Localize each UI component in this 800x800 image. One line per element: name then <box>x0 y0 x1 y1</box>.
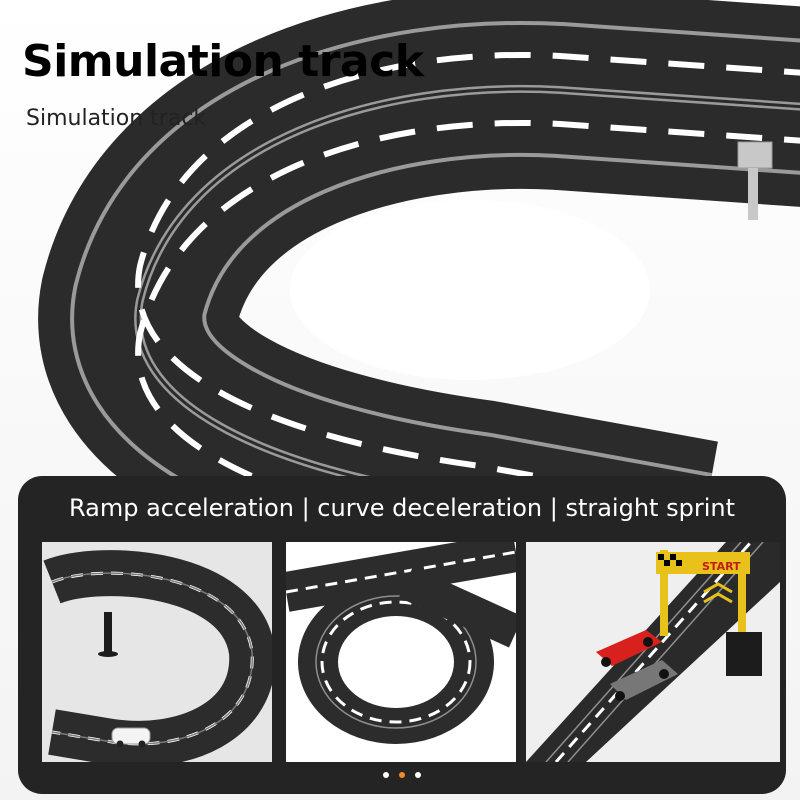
feature-image-start-gate[interactable]: START <box>526 542 780 762</box>
feature-image-ramp[interactable] <box>42 542 272 762</box>
start-sign-text: START <box>702 560 741 573</box>
track-slot-center-inner <box>136 87 800 542</box>
start-gate-photo: START <box>526 542 780 762</box>
feature-panel: Ramp acceleration | curve deceleration |… <box>18 476 786 794</box>
start-gate-right-post <box>738 556 746 642</box>
page-title: Simulation track <box>22 36 424 87</box>
pager-dot-1[interactable] <box>383 772 389 778</box>
feature-caption: Ramp acceleration | curve deceleration |… <box>69 494 735 522</box>
ramp-photo <box>42 542 272 762</box>
loop-photo <box>286 542 516 762</box>
ramp-pillar <box>104 612 112 654</box>
track-sign-post <box>737 141 773 169</box>
carousel-pager <box>18 772 786 778</box>
start-gate-left-post <box>660 550 668 636</box>
page-subtitle: Simulation track <box>26 106 207 131</box>
white-race-car <box>111 727 151 745</box>
pager-dot-3[interactable] <box>415 772 421 778</box>
feature-image-loop[interactable] <box>286 542 516 762</box>
start-gate-banner <box>656 552 750 574</box>
checkered-flag-pattern <box>658 554 682 566</box>
lane-dashes <box>135 51 800 509</box>
red-race-car <box>596 630 662 667</box>
pager-dot-2[interactable] <box>399 772 405 778</box>
silver-race-car <box>610 660 678 701</box>
